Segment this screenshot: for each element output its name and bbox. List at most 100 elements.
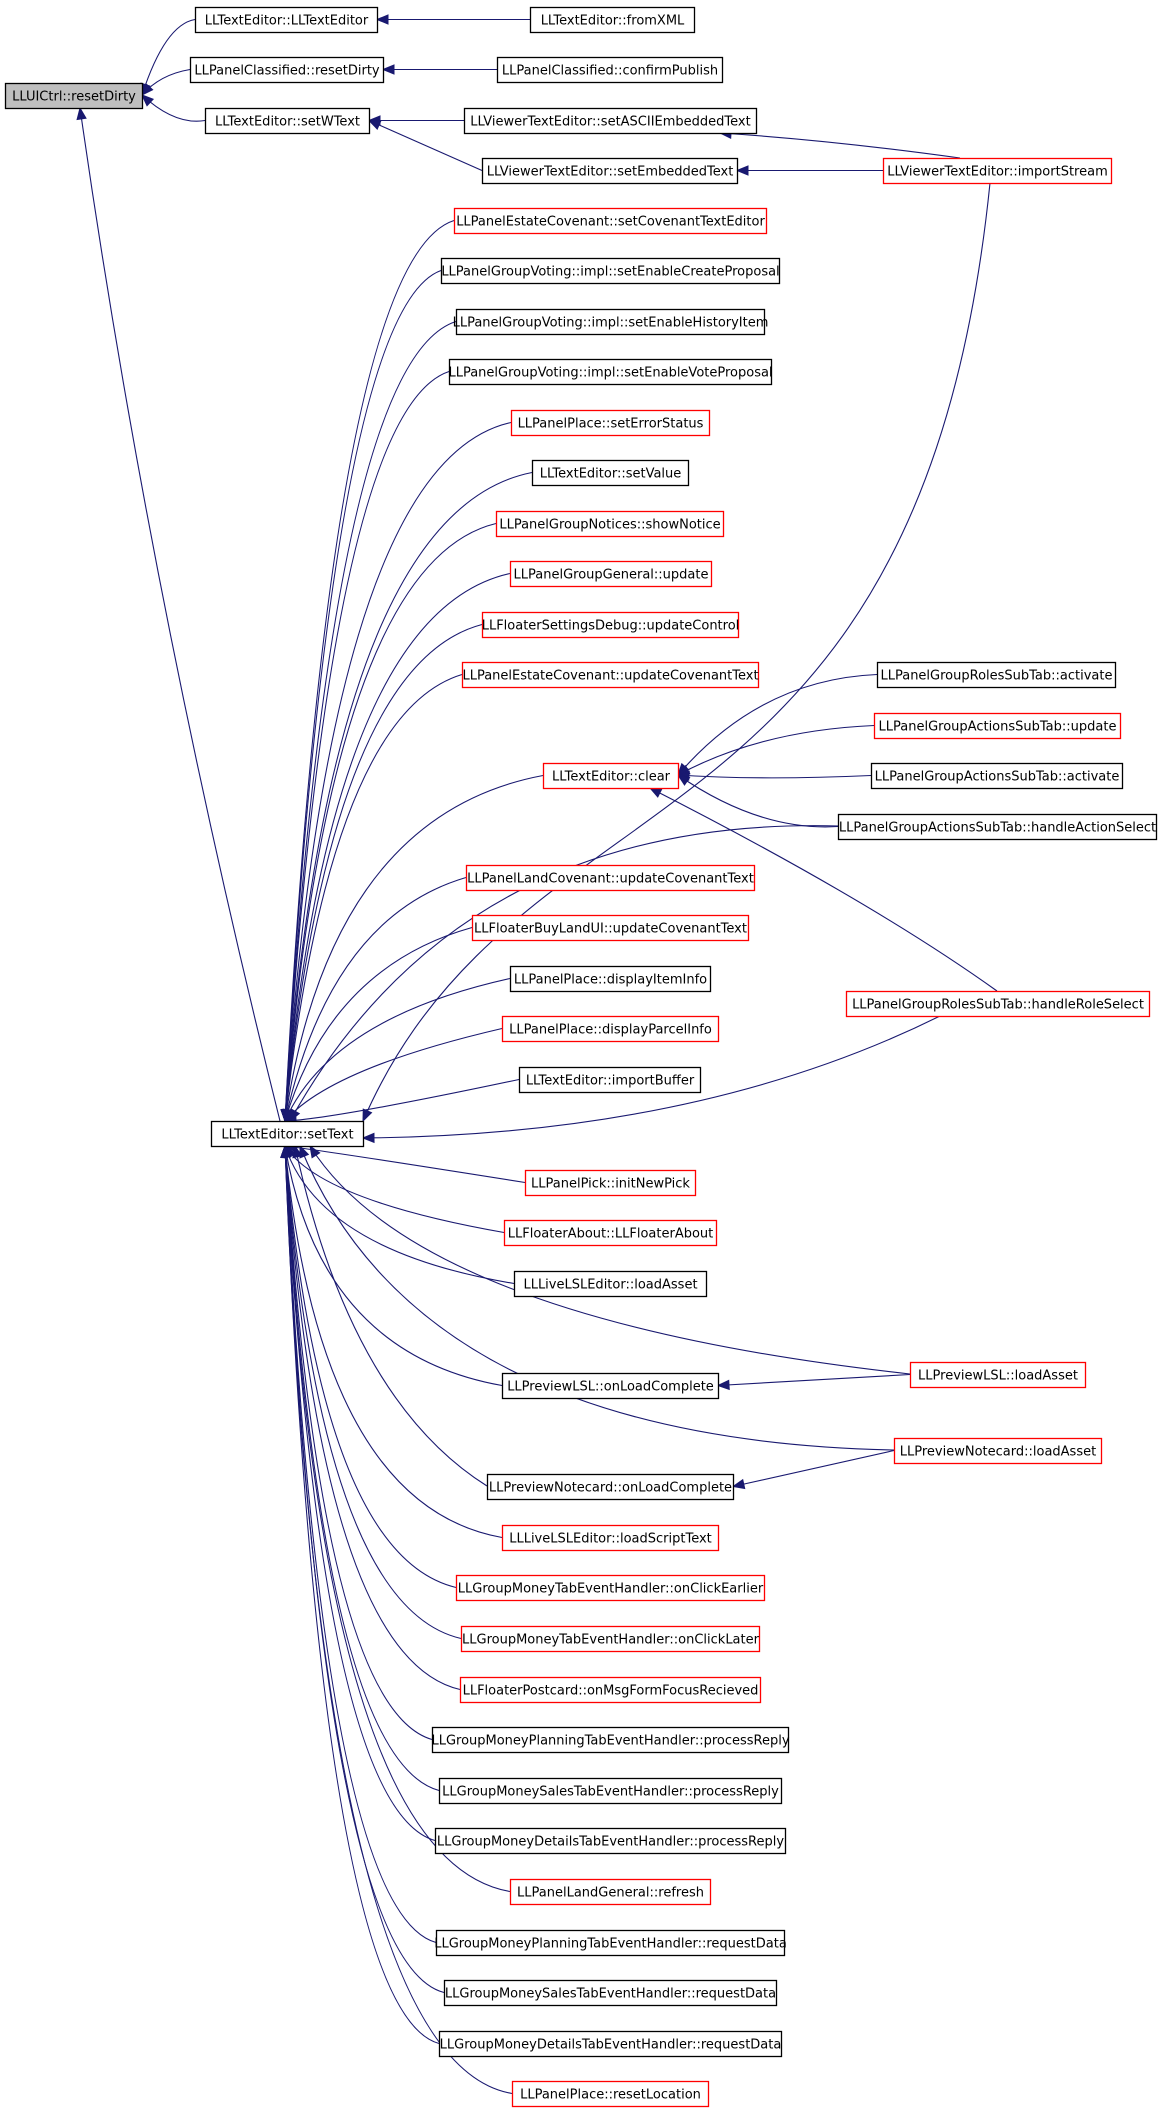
node-fbl_update[interactable]: LLFloaterBuyLandUI::updateCovenantText: [471, 914, 750, 942]
call-edge-pgv_create-to-te_setText: [280, 269, 442, 1123]
call-edge-vte_ascii-to-te_setWText: [367, 115, 464, 126]
node-box: [460, 1625, 761, 1653]
call-edge-te_setWText-to-resetDirty: [141, 94, 206, 122]
node-label: LLPanelGroupActionsSubTab::activate: [875, 770, 1120, 785]
node-pp_error[interactable]: LLPanelPlace::setErrorStatus: [510, 409, 711, 437]
edge-line: [289, 825, 841, 1122]
node-box: [431, 1726, 790, 1754]
node-label: LLPanelGroupRolesSubTab::handleRoleSelec…: [852, 998, 1144, 1013]
node-pp_reset[interactable]: LLPanelPlace::resetLocation: [511, 2080, 710, 2108]
edge-line: [284, 876, 467, 1122]
arrowhead: [735, 165, 749, 176]
node-box: [471, 914, 750, 942]
node-label: LLGroupMoneyDetailsTabEventHandler::proc…: [437, 1835, 784, 1850]
edge-line: [284, 522, 497, 1122]
node-lsl_script[interactable]: LLLiveLSLEditor::loadScriptText: [501, 1524, 720, 1552]
node-pnote_complete[interactable]: LLPreviewNotecard::onLoadComplete: [486, 1473, 735, 1501]
node-label: LLLiveLSLEditor::loadAsset: [523, 1278, 697, 1293]
node-gmd_request[interactable]: LLGroupMoneyDetailsTabEventHandler::requ…: [438, 2030, 783, 2058]
node-gm_earlier[interactable]: LLGroupMoneyTabEventHandler::onClickEarl…: [455, 1574, 766, 1602]
edge-line: [141, 18, 196, 96]
node-label: LLPanelEstateCovenant::setCovenantTextEd…: [456, 215, 765, 230]
node-fa_ctor[interactable]: LLFloaterAbout::LLFloaterAbout: [503, 1219, 718, 1247]
node-label: LLPanelPick::initNewPick: [531, 1177, 690, 1192]
arrowhead: [76, 106, 87, 121]
node-resetDirty[interactable]: LLUICtrl::resetDirty: [4, 82, 144, 110]
node-box: [4, 82, 144, 110]
node-box: [531, 459, 690, 487]
node-plg_refresh[interactable]: LLPanelLandGeneral::refresh: [509, 1878, 712, 1906]
node-label: LLViewerTextEditor::setASCIIEmbeddedText: [470, 115, 750, 130]
call-edge-pgv_vote-to-te_setText: [280, 370, 450, 1123]
node-label: LLViewerTextEditor::setEmbeddedText: [487, 165, 734, 180]
node-te_clear[interactable]: LLTextEditor::clear: [542, 762, 680, 790]
call-edge-pnote_load-to-te_setText: [299, 1144, 895, 1451]
node-pp_item[interactable]: LLPanelPlace::displayItemInfo: [509, 965, 712, 993]
node-box: [438, 1777, 783, 1805]
node-gmp_request[interactable]: LLGroupMoneyPlanningTabEventHandler::req…: [434, 1929, 787, 1957]
edge-line: [362, 182, 991, 1122]
call-edge-fa_ctor-to-te_setText: [284, 1144, 505, 1234]
node-te_fromXML[interactable]: LLTextEditor::fromXML: [529, 6, 696, 34]
node-pp_parcel[interactable]: LLPanelPlace::displayParcelInfo: [501, 1015, 720, 1043]
arrowhead: [309, 1144, 321, 1159]
node-label: LLPreviewNotecard::loadAsset: [900, 1445, 1096, 1460]
node-plsl_load[interactable]: LLPreviewLSL::loadAsset: [909, 1361, 1087, 1389]
node-fpc_focus[interactable]: LLFloaterPostcard::onMsgFormFocusRecieve…: [459, 1676, 762, 1704]
node-pgg_update[interactable]: LLPanelGroupGeneral::update: [509, 560, 713, 588]
node-gmd_reply[interactable]: LLGroupMoneyDetailsTabEventHandler::proc…: [434, 1827, 787, 1855]
node-pgrs_handle[interactable]: LLPanelGroupRolesSubTab::handleRoleSelec…: [845, 990, 1151, 1018]
node-gms_reply[interactable]: LLGroupMoneySalesTabEventHandler::proces…: [438, 1777, 783, 1805]
node-gm_later[interactable]: LLGroupMoneyTabEventHandler::onClickLate…: [460, 1625, 761, 1653]
node-box: [511, 2080, 710, 2108]
node-label: LLPreviewLSL::onLoadComplete: [507, 1380, 714, 1395]
edge-line: [284, 1145, 457, 1589]
node-pgas_activate[interactable]: LLPanelGroupActionsSubTab::activate: [870, 762, 1124, 790]
node-box: [210, 1120, 365, 1148]
node-box: [465, 864, 756, 892]
node-pc_confirm[interactable]: LLPanelClassified::confirmPublish: [496, 56, 724, 84]
node-vte_ascii[interactable]: LLViewerTextEditor::setASCIIEmbeddedText: [463, 107, 758, 135]
edge-line: [79, 107, 281, 1122]
node-pnote_load[interactable]: LLPreviewNotecard::loadAsset: [893, 1437, 1103, 1465]
node-box: [204, 107, 371, 135]
call-edge-gmd_request-to-te_setText: [280, 1144, 440, 2045]
node-box: [542, 762, 680, 790]
node-lsl_load[interactable]: LLLiveLSLEditor::loadAsset: [513, 1270, 708, 1298]
call-edge-pec_setEditor-to-te_setText: [280, 219, 455, 1123]
node-te_ctor[interactable]: LLTextEditor::LLTextEditor: [194, 6, 379, 34]
node-pgrs_activate[interactable]: LLPanelGroupRolesSubTab::activate: [876, 661, 1117, 689]
arrowhead: [716, 1379, 730, 1391]
node-pgv_history[interactable]: LLPanelGroupVoting::impl::setEnableHisto…: [453, 308, 769, 336]
node-pec_setEditor[interactable]: LLPanelEstateCovenant::setCovenantTextEd…: [453, 207, 768, 235]
node-te_setWText[interactable]: LLTextEditor::setWText: [204, 107, 371, 135]
node-plc_update[interactable]: LLPanelLandCovenant::updateCovenantText: [465, 864, 756, 892]
node-gmp_reply[interactable]: LLGroupMoneyPlanningTabEventHandler::pro…: [431, 1726, 790, 1754]
node-pgv_create[interactable]: LLPanelGroupVoting::impl::setEnableCreat…: [440, 257, 781, 285]
node-pgas_handle[interactable]: LLPanelGroupActionsSubTab::handleActionS…: [837, 813, 1158, 841]
node-box: [509, 965, 712, 993]
node-label: LLViewerTextEditor::importStream: [887, 165, 1108, 180]
node-pgv_vote[interactable]: LLPanelGroupVoting::impl::setEnableVoteP…: [448, 358, 773, 386]
call-edge-pgas_update-to-te_clear: [676, 724, 875, 776]
node-label: LLGroupMoneySalesTabEventHandler::reques…: [445, 1987, 776, 2002]
node-pec_update[interactable]: LLPanelEstateCovenant::updateCovenantTex…: [461, 661, 760, 689]
node-vte_import[interactable]: LLViewerTextEditor::importStream: [882, 157, 1113, 185]
call-edge-vte_embedded-to-te_setWText: [367, 119, 483, 172]
node-te_setText[interactable]: LLTextEditor::setText: [210, 1120, 365, 1148]
call-edge-pp_item-to-te_setText: [284, 977, 511, 1123]
node-label: LLGroupMoneyTabEventHandler::onClickEarl…: [458, 1582, 764, 1597]
node-ppick_init[interactable]: LLPanelPick::initNewPick: [524, 1169, 697, 1197]
node-vte_embedded[interactable]: LLViewerTextEditor::setEmbeddedText: [481, 157, 739, 185]
node-pc_reset[interactable]: LLPanelClassified::resetDirty: [189, 56, 385, 84]
node-pgas_update[interactable]: LLPanelGroupActionsSubTab::update: [873, 712, 1122, 740]
node-fsd_update[interactable]: LLFloaterSettingsDebug::updateControl: [482, 611, 740, 639]
node-te_setValue[interactable]: LLTextEditor::setValue: [531, 459, 690, 487]
node-te_importBuffer[interactable]: LLTextEditor::importBuffer: [518, 1066, 702, 1094]
node-gms_request[interactable]: LLGroupMoneySalesTabEventHandler::reques…: [443, 1979, 778, 2007]
edge-line: [649, 787, 998, 992]
node-pgn_show[interactable]: LLPanelGroupNotices::showNotice: [495, 510, 725, 538]
node-label: LLPanelGroupNotices::showNotice: [499, 518, 720, 533]
node-box: [501, 1372, 720, 1400]
node-plsl_complete[interactable]: LLPreviewLSL::onLoadComplete: [501, 1372, 720, 1400]
